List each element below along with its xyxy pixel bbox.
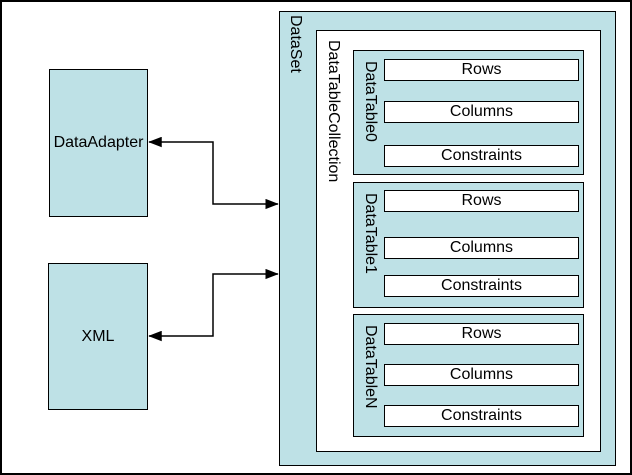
connector-xml-dataset [148, 268, 279, 342]
datatablen-rows-box: Rows [384, 323, 579, 345]
datatablen-label: DataTableN [362, 325, 379, 409]
datatable1-rows-box: Rows [384, 190, 579, 212]
xml-box: XML [48, 263, 148, 410]
dataset-label: DataSet [287, 15, 304, 73]
datatable0-box: DataTable0 Rows Columns Constraints [353, 50, 584, 175]
datatablecollection-box: DataTableCollection DataTable0 Rows Colu… [316, 30, 601, 452]
datatable0-label: DataTable0 [362, 61, 379, 142]
xml-label: XML [81, 327, 115, 345]
dataset-box: DataSet DataTableCollection DataTable0 R… [279, 11, 616, 466]
datatablen-columns-box: Columns [384, 364, 579, 386]
datatable1-constraints-box: Constraints [384, 275, 579, 297]
datatable0-constraints-box: Constraints [384, 145, 579, 167]
dataadapter-box: DataAdapter [49, 69, 148, 217]
connector-dataadapter-dataset [148, 136, 279, 210]
datatable0-rows-box: Rows [384, 59, 579, 81]
datatable0-columns-box: Columns [384, 101, 579, 123]
datatable1-label: DataTable1 [362, 193, 379, 274]
dataadapter-label: DataAdapter [53, 134, 144, 151]
datatablen-constraints-box: Constraints [384, 405, 579, 427]
datatable1-box: DataTable1 Rows Columns Constraints [353, 182, 584, 308]
datatable1-columns-box: Columns [384, 237, 579, 259]
datatablecollection-label: DataTableCollection [325, 40, 342, 183]
datatablen-box: DataTableN Rows Columns Constraints [353, 314, 584, 437]
